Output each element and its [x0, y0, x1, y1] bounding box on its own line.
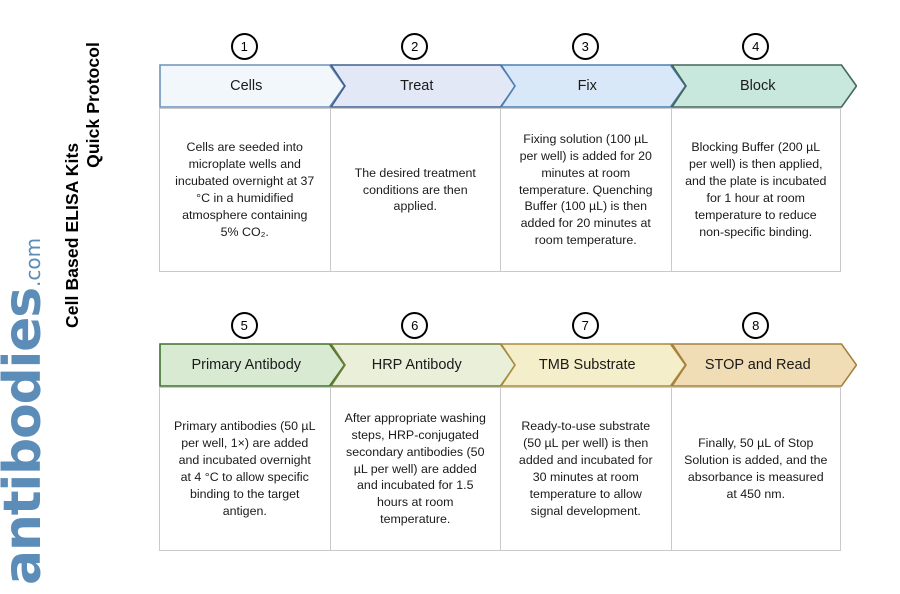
chevron-shape: [671, 343, 858, 387]
chevron-shape: [330, 343, 517, 387]
chevron-label: STOP and Read: [704, 357, 811, 373]
chevron-strip-2: Primary Antibody HRP Antibody TMB Substrat…: [159, 343, 841, 387]
step-number-badge-1: 1: [230, 33, 258, 60]
chevron-step-2[interactable]: Treat: [330, 64, 517, 108]
brand-logo-name: antibodies: [0, 287, 53, 585]
chevron-step-1[interactable]: Cells: [159, 64, 346, 108]
chevron-step-3[interactable]: Fix: [500, 64, 687, 108]
step-description-text: Primary antibodies (50 µL per well, 1×) …: [174, 419, 316, 518]
chevron-shape: [500, 64, 687, 108]
step-number-label: 5: [240, 318, 248, 333]
step-description-cell-5: Primary antibodies (50 µL per well, 1×) …: [159, 387, 330, 551]
step-number-label: 6: [411, 318, 419, 333]
description-strip-1: Cells are seeded into microplate wells a…: [159, 108, 841, 272]
chevron-shape: [500, 343, 687, 387]
chevron-step-6[interactable]: HRP Antibody: [330, 343, 517, 387]
step-number-label: 2: [411, 39, 419, 54]
step-number-label: 8: [752, 318, 760, 333]
brand-logo-tld: .com: [21, 237, 45, 287]
step-number-badge-3: 3: [571, 33, 599, 60]
protocol-row-2: 5 6 7 8 Primary Antibody HRP Antibody TMB Sub…: [159, 312, 841, 551]
step-description-text: Finally, 50 µL of Stop Solution is added…: [684, 436, 828, 501]
chevron-step-8[interactable]: STOP and Read: [671, 343, 858, 387]
chevron-step-4[interactable]: Block: [671, 64, 858, 108]
step-description-cell-2: The desired treatment conditions are the…: [329, 108, 500, 272]
step-description-cell-8: Finally, 50 µL of Stop Solution is added…: [670, 387, 841, 551]
chevron-step-7[interactable]: TMB Substrate: [500, 343, 687, 387]
step-number-badge-2: 2: [401, 33, 429, 60]
chevron-label: Block: [740, 78, 776, 94]
chevron-label: Primary Antibody: [191, 357, 302, 373]
step-description-cell-6: After appropriate washing steps, HRP-con…: [329, 387, 500, 551]
step-description-cell-7: Ready-to-use substrate (50 µL per well) …: [500, 387, 671, 551]
step-description-text: The desired treatment conditions are the…: [354, 165, 476, 214]
step-number-badge-7: 7: [571, 312, 599, 339]
chevron-label: HRP Antibody: [371, 357, 462, 373]
chevron-label: TMB Substrate: [538, 357, 636, 373]
step-number-badge-5: 5: [230, 312, 258, 339]
step-number-badge-8: 8: [742, 312, 770, 339]
step-description-text: Blocking Buffer (200 µL per well) is the…: [685, 140, 827, 239]
step-description-cell-4: Blocking Buffer (200 µL per well) is the…: [670, 108, 841, 272]
step-description-text: Cells are seeded into microplate wells a…: [175, 140, 315, 239]
step-description-cell-3: Fixing solution (100 µL per well) is add…: [500, 108, 671, 272]
chevron-shape: [671, 64, 858, 108]
page-title-line-2: Quick Protocol: [83, 42, 103, 168]
chevron-label: Cells: [230, 78, 263, 94]
step-number-label: 1: [240, 39, 248, 54]
step-number-label: 4: [752, 39, 760, 54]
step-number-label: 3: [581, 39, 589, 54]
step-badge-strip-2: 5 6 7 8: [159, 312, 841, 343]
protocol-row-1: 1 2 3 4 Cells Treat Fix Block Cells are seeded…: [159, 33, 841, 272]
chevron-label: Fix: [577, 78, 597, 94]
chevron-label: Treat: [400, 78, 434, 94]
step-description-text: Ready-to-use substrate (50 µL per well) …: [518, 419, 653, 518]
description-strip-2: Primary antibodies (50 µL per well, 1×) …: [159, 387, 841, 551]
step-badge-strip-1: 1 2 3 4: [159, 33, 841, 64]
left-rail: Cell Based ELISA Kits Quick Protocol ant…: [0, 0, 152, 594]
step-number-badge-6: 6: [401, 312, 429, 339]
step-description-text: Fixing solution (100 µL per well) is add…: [518, 131, 653, 248]
chevron-strip-1: Cells Treat Fix Block: [159, 64, 841, 108]
chevron-shape: [330, 64, 517, 108]
chevron-step-5[interactable]: Primary Antibody: [159, 343, 346, 387]
step-number-badge-4: 4: [742, 33, 770, 60]
step-description-text: After appropriate washing steps, HRP-con…: [344, 410, 486, 527]
brand-logo: antibodies .com: [0, 238, 67, 585]
step-description-cell-1: Cells are seeded into microplate wells a…: [159, 108, 330, 272]
step-number-label: 7: [581, 318, 589, 333]
